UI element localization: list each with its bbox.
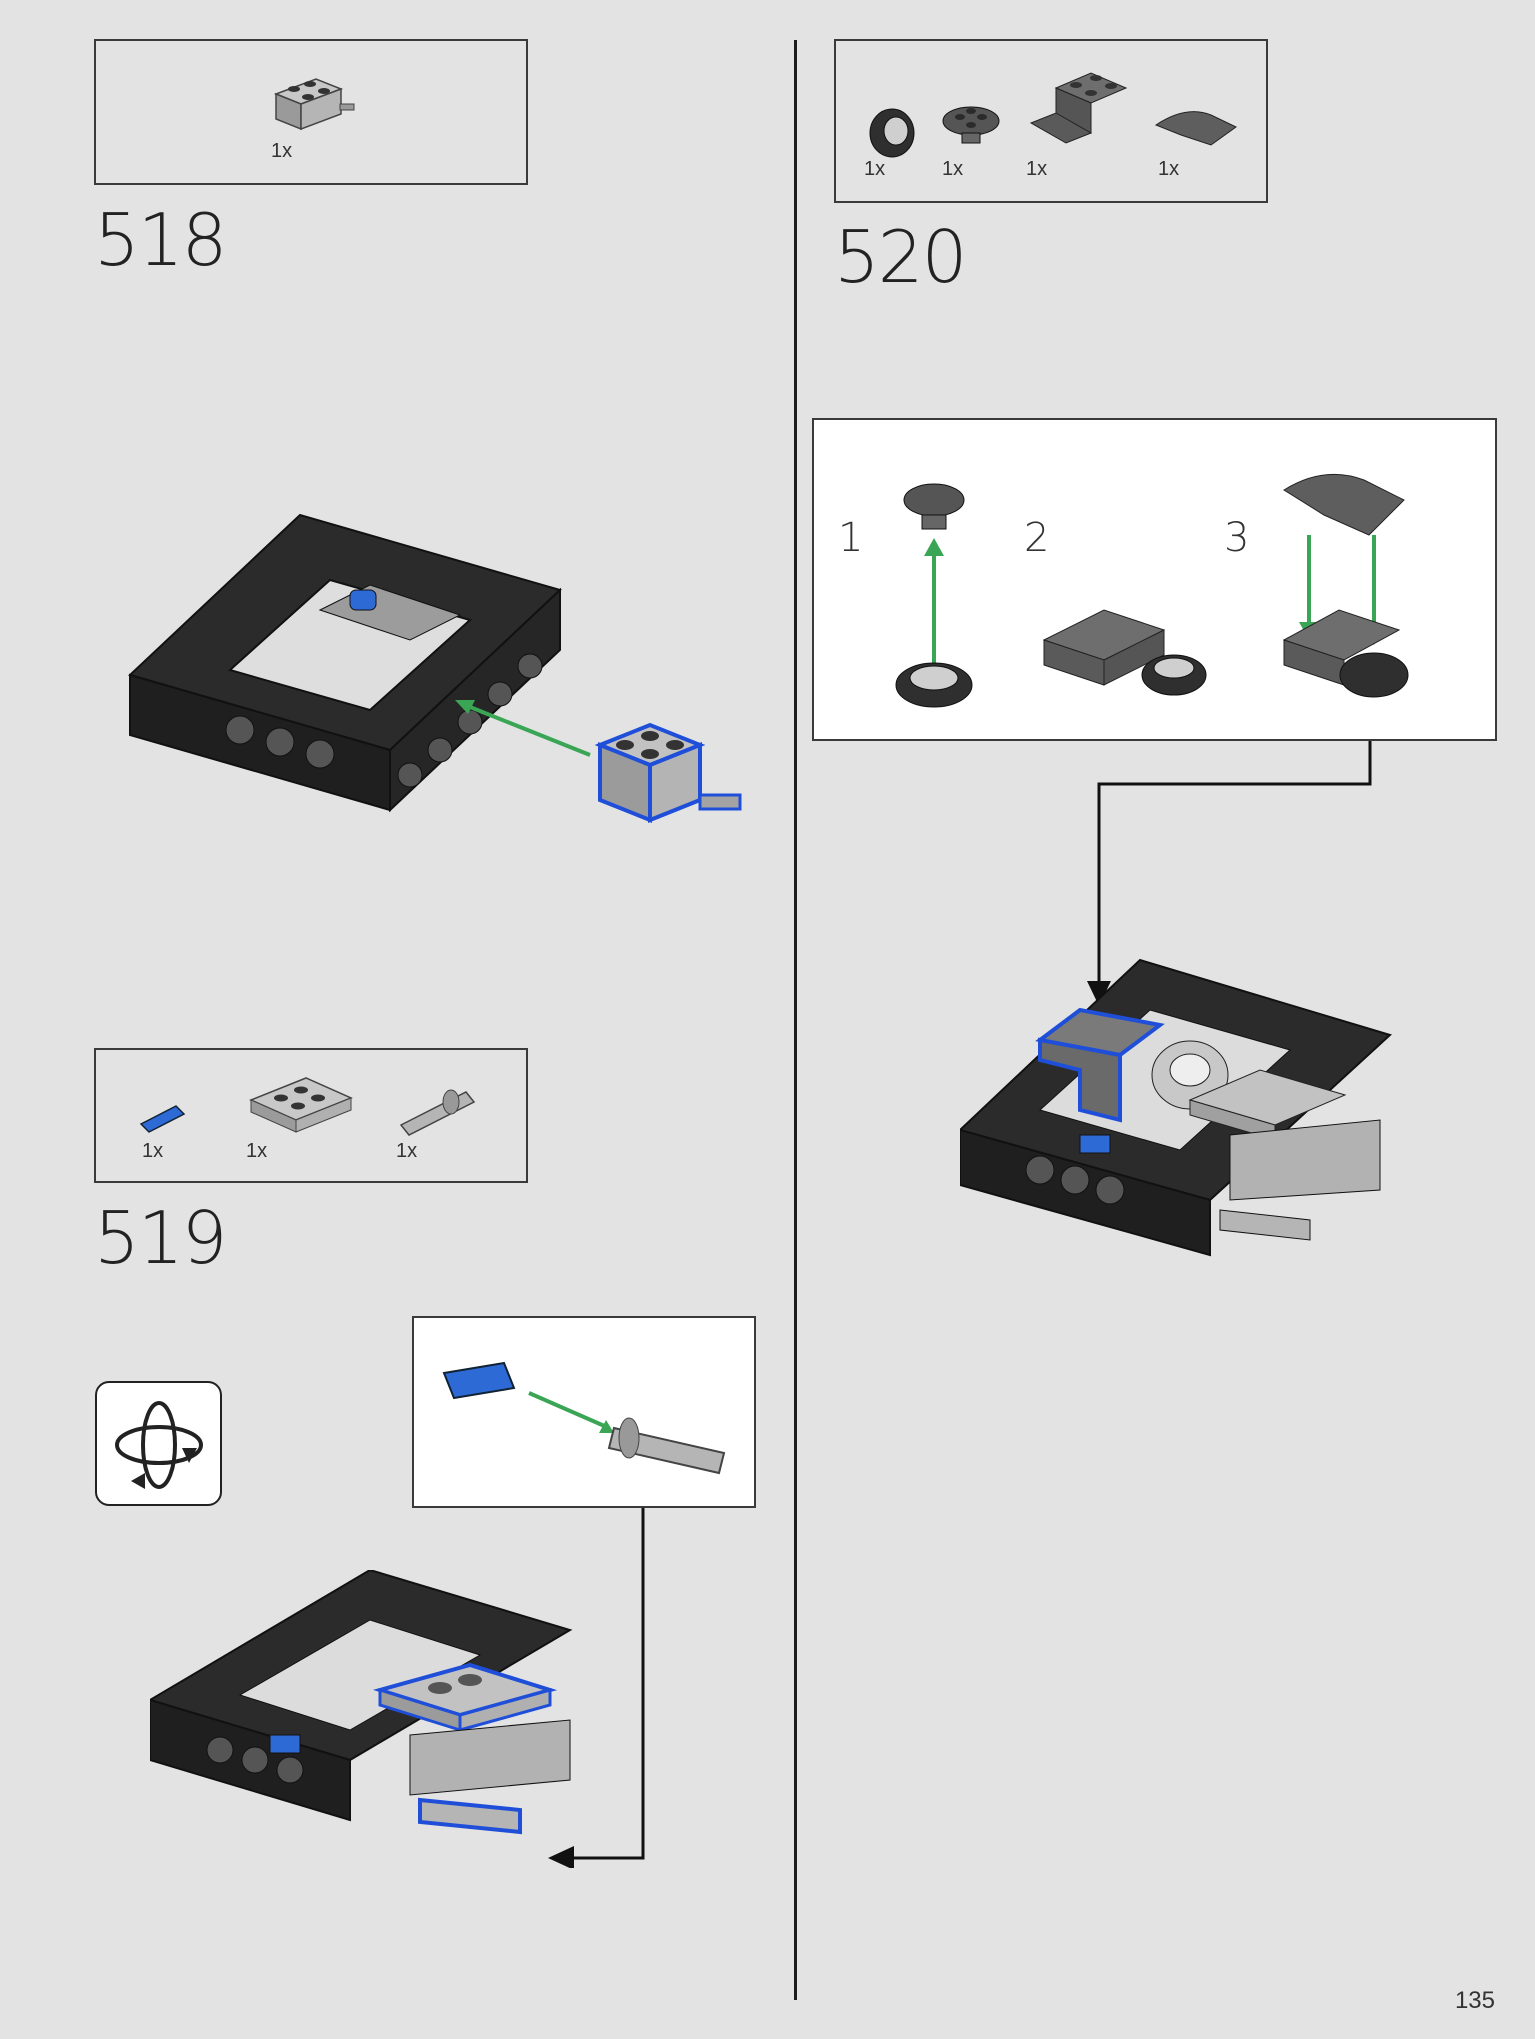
part-dark-grey-round-plate [942, 106, 1000, 144]
part-qty: 1x [1158, 158, 1180, 180]
step-520-assembly-illustration [960, 958, 1392, 1257]
part-grey-pin-with-bush [399, 1089, 476, 1136]
substep-number-1: 1 [838, 515, 864, 561]
parts-list-519: 1x 1x 1x [94, 1048, 528, 1183]
step-519-callout [412, 1316, 756, 1508]
page-number: 135 [1454, 1987, 1495, 2014]
callout-connector-519 [548, 1508, 645, 1868]
step-520-callout: 1 2 3 [812, 418, 1497, 741]
step-number-519: 519 [94, 1196, 227, 1280]
part-grey-brick-with-axle-pin [273, 78, 355, 131]
parts-list-518: 1x [94, 39, 528, 185]
part-dark-grey-curved-slope [1154, 111, 1237, 146]
part-qty: 1x [396, 1140, 418, 1162]
substep-number-3: 3 [1224, 515, 1250, 561]
parts-list-520: 1x 1x 1x 1x [834, 39, 1268, 203]
substep-number-2: 2 [1024, 515, 1050, 561]
step-number-520: 520 [834, 215, 967, 299]
part-qty: 1x [1026, 158, 1048, 180]
step-518-assembly-illustration [128, 513, 742, 823]
column-divider [794, 40, 797, 2000]
part-qty: 1x [271, 140, 293, 162]
part-dark-grey-bracket [1029, 72, 1128, 144]
part-qty: 1x [142, 1140, 164, 1162]
rotate-model-icon [95, 1381, 222, 1506]
step-519-assembly-illustration [150, 1570, 573, 1835]
step-number-518: 518 [94, 198, 227, 282]
callout-connector-520 [1087, 741, 1372, 1006]
part-qty: 1x [942, 158, 964, 180]
part-black-turntable-ring [869, 108, 915, 158]
part-qty: 1x [864, 158, 886, 180]
part-qty: 1x [246, 1140, 268, 1162]
part-blue-axle-pin [139, 1105, 186, 1133]
part-grey-plate-2x3 [249, 1077, 353, 1133]
